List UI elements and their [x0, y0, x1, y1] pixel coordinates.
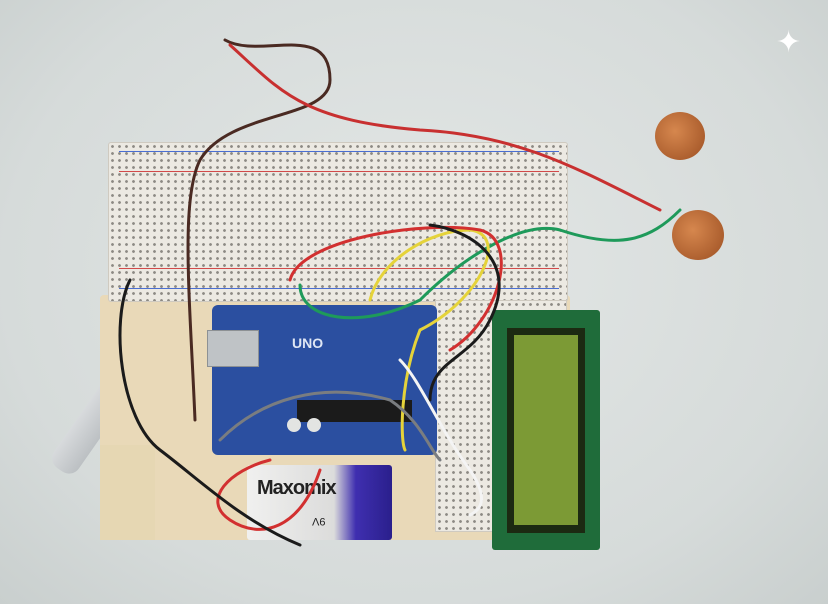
breadboard: [108, 142, 568, 302]
microcontroller-chip: [297, 400, 412, 422]
wire-gray: [218, 390, 442, 462]
wire-red-white: [228, 43, 662, 212]
lcd-module: [492, 310, 600, 550]
sparkle-icon: ✦: [776, 26, 802, 59]
wire-green: [298, 208, 682, 320]
arduino-logo: UNO: [292, 335, 324, 351]
arduino-board: UNO: [207, 305, 437, 455]
lcd-bezel: [507, 328, 585, 533]
usb-port: [207, 330, 259, 367]
wire-black-battery: [118, 278, 302, 547]
capacitor: [287, 418, 301, 432]
wire-white: [398, 358, 483, 517]
wire-red: [288, 226, 503, 352]
wire-black: [428, 223, 501, 402]
wire-yellow: [368, 228, 490, 452]
lcd-screen: [514, 335, 578, 525]
copper-coin: [655, 112, 705, 160]
toggle-switch: [100, 445, 155, 540]
capacitor: [307, 418, 321, 432]
copper-coin: [672, 210, 724, 260]
wire-brown: [186, 38, 332, 422]
wire-red-battery: [216, 458, 322, 531]
